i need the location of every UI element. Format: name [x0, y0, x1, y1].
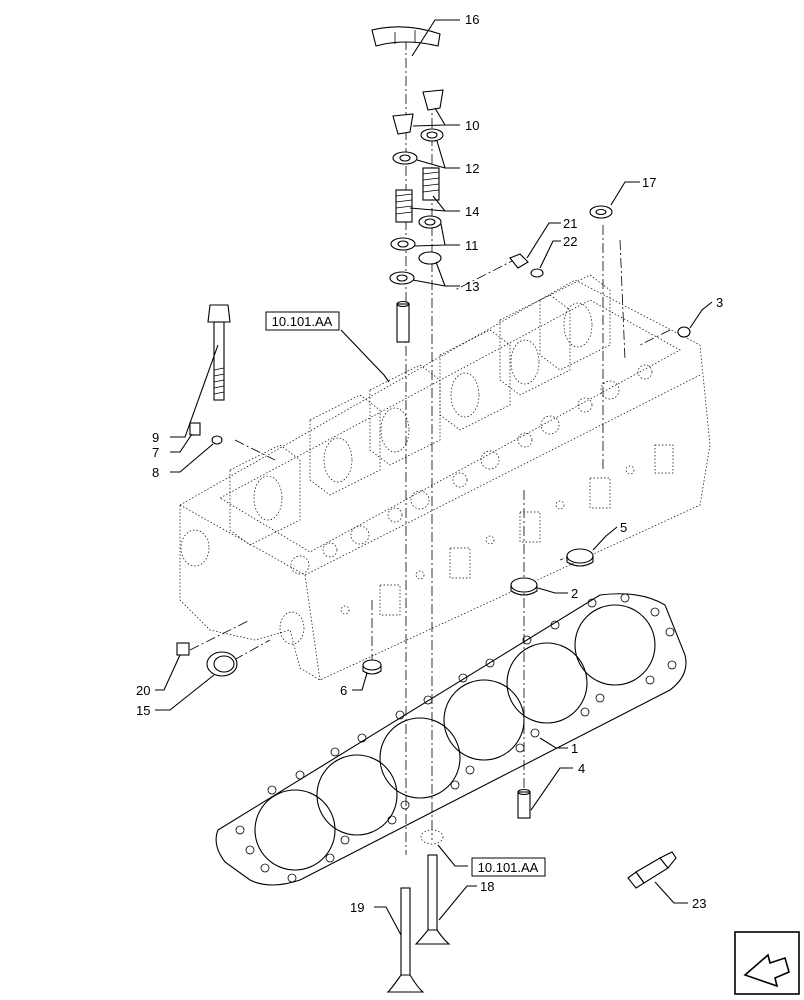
callout-20[interactable]: 20: [136, 683, 150, 698]
dowel-4: [517, 788, 531, 819]
callout-12[interactable]: 12: [465, 161, 479, 176]
spring-seats-11: [390, 215, 442, 251]
reference-upper-text: 10.101.AA: [272, 314, 333, 329]
callout-19[interactable]: 19: [350, 900, 364, 915]
callout-16[interactable]: 16: [465, 12, 479, 27]
washer-22: [530, 268, 544, 278]
plug-2: [510, 577, 538, 596]
valve-19: [386, 887, 425, 993]
callout-13[interactable]: 13: [465, 279, 479, 294]
valve-seat-insert: [420, 829, 444, 845]
injector-sleeve-17: [589, 205, 613, 219]
leader-lines: [155, 19, 713, 936]
seal-ring-15: [206, 651, 238, 677]
callout-2[interactable]: 2: [571, 586, 578, 601]
callout-14[interactable]: 14: [465, 204, 479, 219]
washer-8: [211, 435, 223, 445]
plug-6: [362, 659, 382, 675]
callout-22[interactable]: 22: [563, 234, 577, 249]
callout-18[interactable]: 18: [480, 879, 494, 894]
callout-8[interactable]: 8: [152, 465, 159, 480]
callout-7[interactable]: 7: [152, 445, 159, 460]
callout-11[interactable]: 11: [465, 238, 479, 253]
reference-lower-text: 10.101.AA: [478, 860, 539, 875]
valve-seals-13: [389, 251, 442, 285]
callout-6[interactable]: 6: [340, 683, 347, 698]
next-page-arrow-icon[interactable]: [734, 931, 800, 995]
assembly-centerlines: [189, 40, 671, 855]
plug-20: [176, 642, 190, 656]
plug-3: [677, 326, 691, 338]
valve-guide: [396, 300, 410, 343]
callout-3[interactable]: 3: [716, 295, 723, 310]
sealant-tube-23: [627, 851, 677, 889]
callout-15[interactable]: 15: [136, 703, 150, 718]
bolt-9: [207, 304, 231, 401]
callout-labels: 16 10 12 14 11 13 17 21 22 3 9 7 8 5 2 6…: [136, 12, 723, 915]
reference-box-upper[interactable]: 10.101.AA: [265, 311, 340, 331]
valve-springs-14: [395, 167, 440, 223]
head-gasket: [215, 593, 687, 886]
callout-4[interactable]: 4: [578, 761, 585, 776]
plug-21: [509, 253, 529, 269]
callout-1[interactable]: 1: [571, 741, 578, 756]
valve-bridge-16: [371, 26, 441, 47]
plug-7: [189, 422, 201, 436]
callout-21[interactable]: 21: [563, 216, 577, 231]
callout-9[interactable]: 9: [152, 430, 159, 445]
callout-23[interactable]: 23: [692, 896, 706, 911]
plug-5: [566, 548, 594, 567]
callout-5[interactable]: 5: [620, 520, 627, 535]
valve-18: [414, 854, 451, 945]
valve-keepers-10: [392, 89, 444, 135]
reference-box-lower[interactable]: 10.101.AA: [471, 857, 546, 877]
callout-17[interactable]: 17: [642, 175, 656, 190]
callout-10[interactable]: 10: [465, 118, 479, 133]
cylinder-head: [179, 274, 711, 681]
spring-retainers-12: [392, 128, 444, 165]
